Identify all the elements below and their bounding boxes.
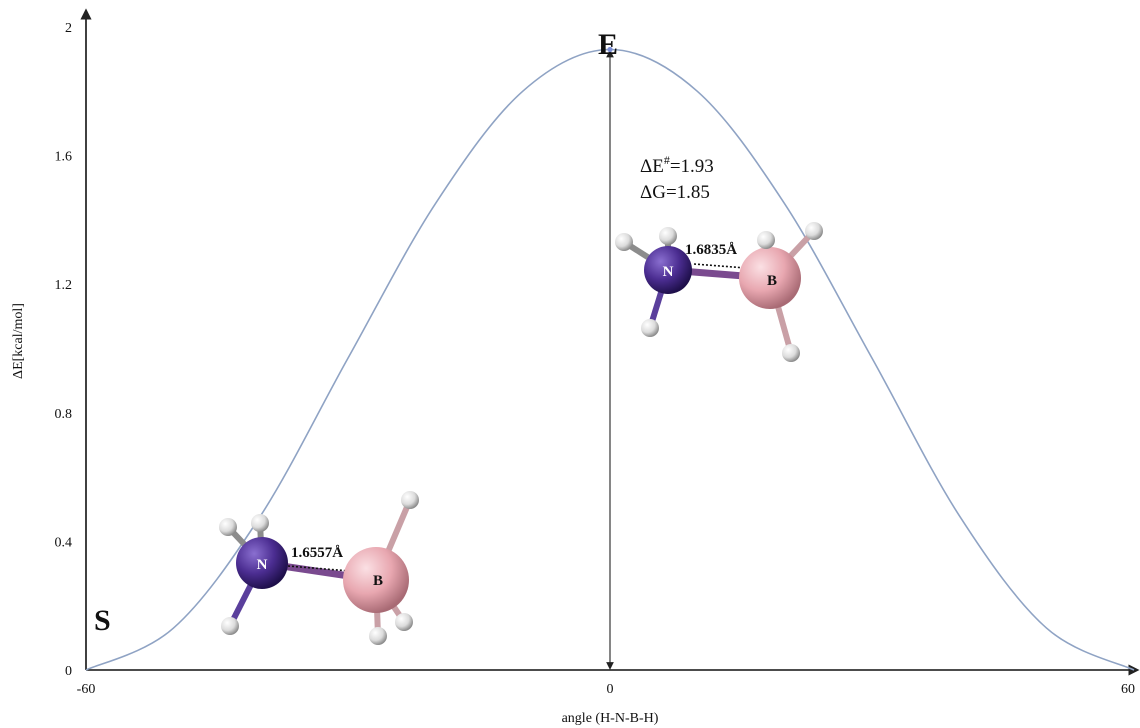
hydrogen-atom [369,627,387,645]
boron-atom [739,247,801,309]
y-tick-labels: 0 0.4 0.8 1.2 1.6 2 [55,21,73,679]
hydrogen-atom [757,231,775,249]
molecule-start: N B 1.6557Å [219,491,419,645]
barrier-energy-symbol: ΔE [640,156,664,177]
bond-dotted-transition [693,263,747,269]
y-tick-label: 2 [65,21,72,36]
nitrogen-atom [236,537,288,589]
atom-label-n: N [663,264,674,280]
x-axis-label: angle (H-N-B-H) [562,711,659,726]
hydrogen-atom [219,518,237,536]
hydrogen-atom [401,491,419,509]
x-tick-label: -60 [77,682,96,697]
hydrogen-atom [805,222,823,240]
barrier-energy-superscript: # [664,153,670,167]
barrier-energy-annotation: ΔE#=1.93 [640,153,714,177]
point-label-e: E [598,28,618,61]
y-tick-label: 1.2 [55,278,73,293]
y-tick-label: 0 [65,664,72,679]
y-axis-label: ΔE[kcal/mol] [11,303,26,379]
peak-point [607,46,613,53]
y-tick-label: 0.8 [55,407,73,422]
barrier-energy-value: =1.93 [670,156,714,177]
hydrogen-atom [395,613,413,631]
boron-atom [343,547,409,613]
bond-length-start: 1.6557Å [291,545,343,561]
atom-label-b: B [373,573,383,589]
free-energy-annotation: ΔG=1.85 [640,182,710,203]
x-tick-label: 0 [607,682,614,697]
x-tick-label: 60 [1121,682,1135,697]
point-label-s: S [94,604,111,637]
hydrogen-atom [641,319,659,337]
x-tick-labels: -60 0 60 [77,682,1135,697]
hydrogen-atom [251,514,269,532]
y-tick-label: 0.4 [55,535,73,550]
hydrogen-atom [221,617,239,635]
y-tick-label: 1.6 [55,150,73,165]
bond-length-transition: 1.6835Å [685,242,737,258]
molecule-transition: N B 1.6835Å [615,222,823,362]
hydrogen-atom [782,344,800,362]
atom-label-n: N [257,557,268,573]
nitrogen-atom [644,246,692,294]
atom-label-b: B [767,273,777,289]
hydrogen-atom [659,227,677,245]
hydrogen-atom [615,233,633,251]
